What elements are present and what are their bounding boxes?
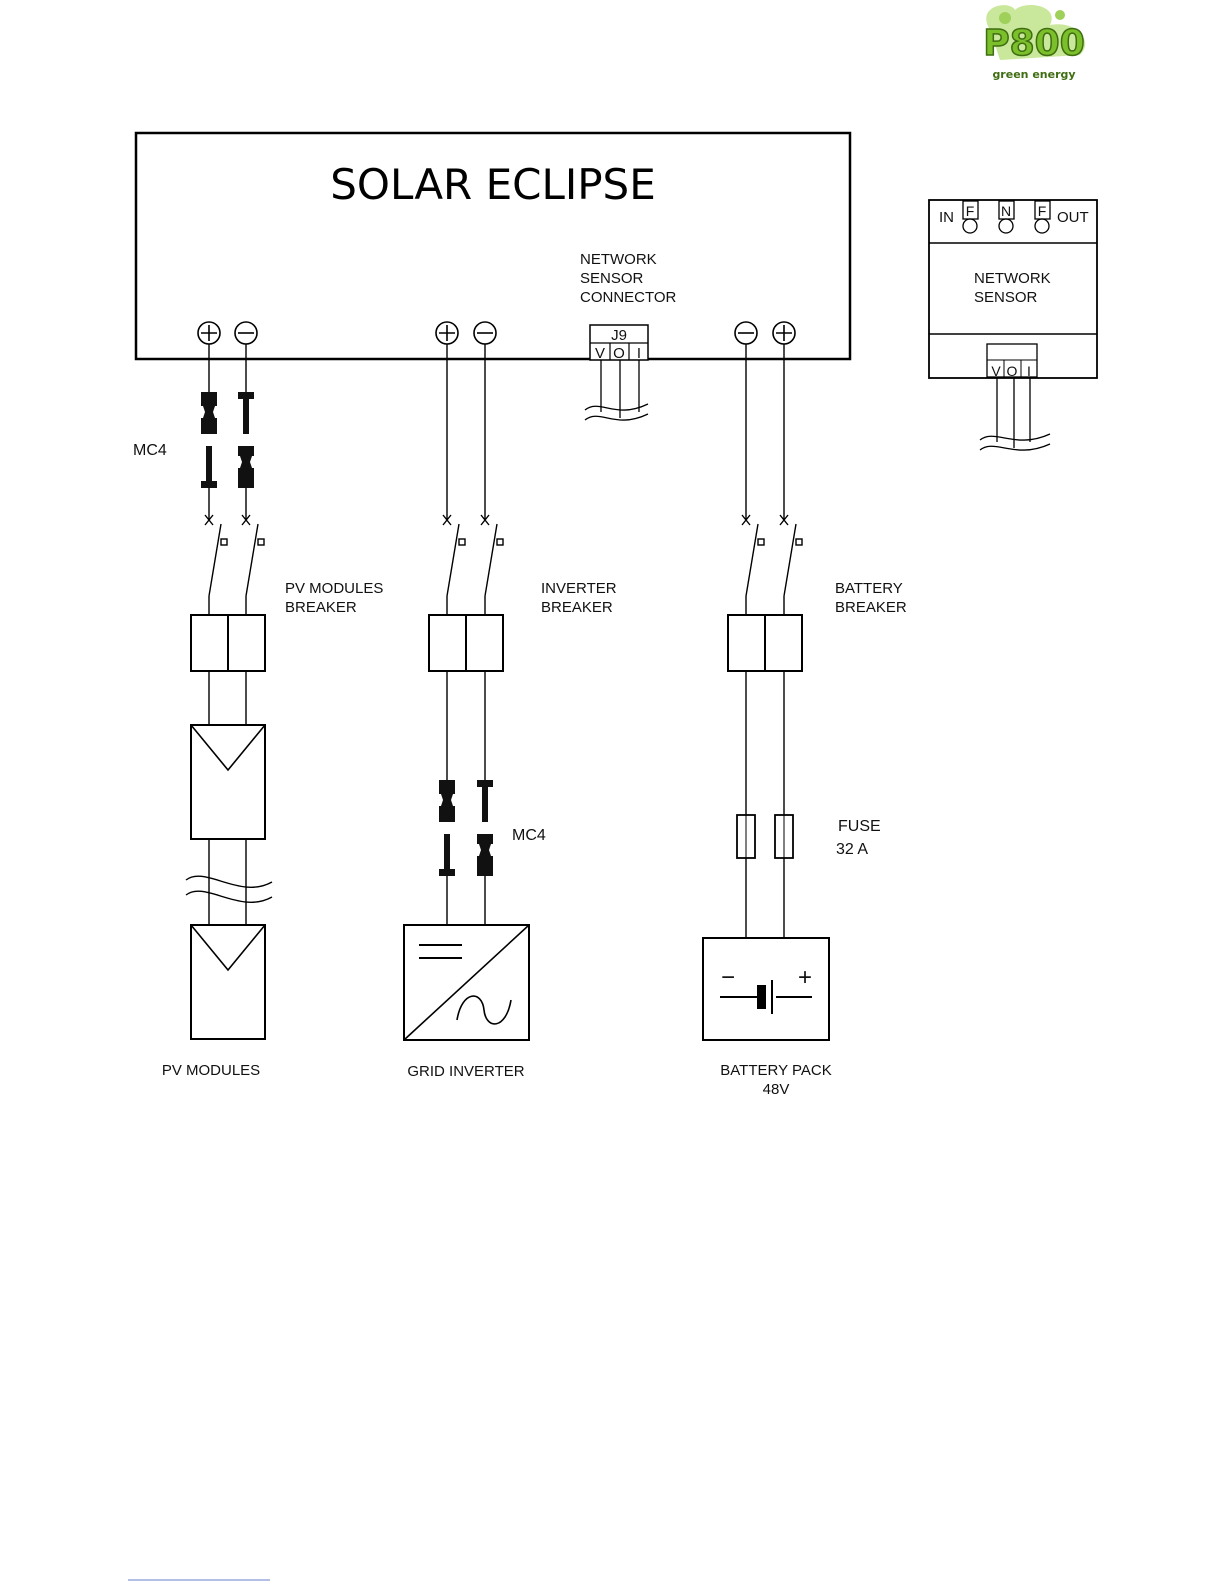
battery-breaker-switch-icon: [742, 515, 802, 615]
grid-inverter-label: GRID INVERTER: [407, 1063, 524, 1080]
unit-title: SOLAR ECLIPSE: [330, 160, 656, 209]
battery-breaker-label-1: BATTERY: [835, 580, 903, 597]
pv-terminals: [198, 322, 257, 344]
sensor-terminal-f2: F: [1038, 203, 1047, 219]
pv-modules-label: PV MODULES: [162, 1062, 260, 1079]
pv-branch: MC4 PV MODULES BREAKER PV MODULES: [133, 344, 383, 1079]
j9-pin-v: V: [595, 345, 605, 362]
inverter-breaker-switch-icon: [443, 515, 503, 615]
sensor-terminal-f1: F: [966, 203, 975, 219]
sensor-out-label: OUT: [1057, 209, 1089, 226]
sensor-terminal-n: N: [1001, 203, 1011, 219]
sensor-pin-v: V: [991, 363, 1001, 379]
j9-connector: J9 V O I: [590, 325, 648, 362]
battery-pack-label-2: 48V: [763, 1081, 790, 1098]
sensor-pin-o: O: [1007, 363, 1018, 379]
cable-break-icon: [186, 876, 272, 902]
inverter-breaker-label-1: INVERTER: [541, 580, 617, 597]
sensor-cable: [980, 377, 1050, 450]
mc4-connector-icon: [201, 392, 254, 488]
pv-module-icon: [191, 725, 265, 839]
inverter-terminals: [436, 322, 496, 344]
battery-branch: BATTERY BREAKER FUSE 32 A − + BATTERY PA…: [703, 344, 907, 1098]
logo-tagline: green energy: [992, 68, 1075, 81]
battery-plus-sign: +: [798, 964, 812, 991]
battery-pack-label-1: BATTERY PACK: [720, 1062, 831, 1079]
pv-module-icon: [191, 925, 265, 1039]
grid-inverter-icon: [404, 925, 529, 1040]
sensor-pin-i: I: [1027, 363, 1031, 379]
fuse-label-2: 32 A: [836, 841, 868, 858]
inverter-breaker-label-2: BREAKER: [541, 599, 613, 616]
j9-label: J9: [611, 327, 627, 344]
network-sensor: IN OUT F N F NETWORK SENSOR V O I: [929, 200, 1097, 379]
pv-breaker-label-2: BREAKER: [285, 599, 357, 616]
sensor-label-1: NETWORK: [974, 270, 1051, 287]
pv-breaker-switch-icon: [205, 515, 264, 615]
sensor-in-label: IN: [939, 209, 954, 226]
mc4-connector-icon: [439, 780, 493, 876]
fuse-icon: [737, 815, 793, 858]
network-connector-label-1: NETWORK: [580, 251, 657, 268]
logo: P800 green energy: [983, 5, 1085, 81]
solar-eclipse-unit: SOLAR ECLIPSE NETWORK SENSOR CONNECTOR J…: [136, 133, 850, 362]
j9-cable: [585, 360, 648, 420]
pv-breaker-block: [191, 615, 228, 671]
fuse-label-1: FUSE: [838, 818, 881, 835]
battery-breaker-block: [728, 615, 765, 671]
network-connector-label-2: SENSOR: [580, 270, 644, 287]
inverter-branch: INVERTER BREAKER MC4 GRID INVERTER: [404, 344, 617, 1080]
mc4-label: MC4: [133, 442, 167, 459]
battery-minus-sign: −: [721, 964, 735, 991]
j9-pin-o: O: [613, 345, 625, 362]
logo-text: P800: [983, 23, 1085, 64]
battery-breaker-label-2: BREAKER: [835, 599, 907, 616]
pv-breaker-label-1: PV MODULES: [285, 580, 383, 597]
mc4-inverter-label: MC4: [512, 827, 546, 844]
inverter-breaker-block: [429, 615, 466, 671]
battery-terminals: [735, 322, 795, 344]
j9-pin-i: I: [637, 345, 641, 362]
sensor-label-2: SENSOR: [974, 289, 1038, 306]
network-connector-label-3: CONNECTOR: [580, 289, 677, 306]
